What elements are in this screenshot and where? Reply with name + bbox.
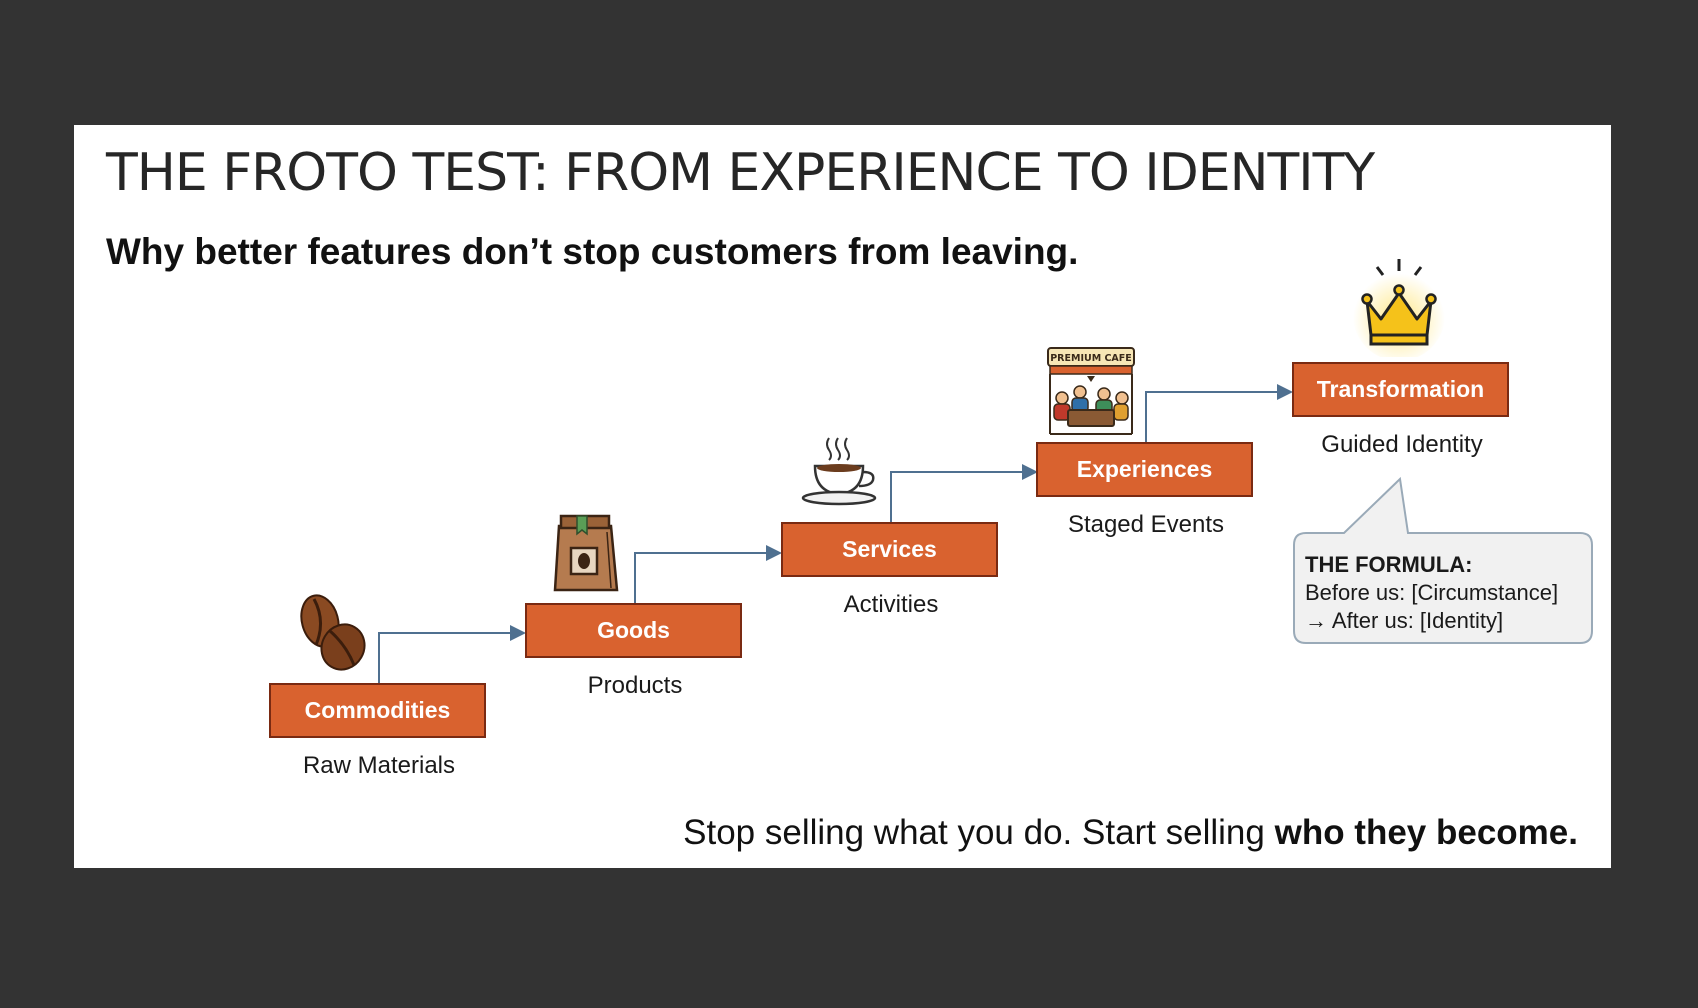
stage-transformation-sublabel: Guided Identity bbox=[1321, 431, 1483, 458]
coffee-bag-icon bbox=[553, 514, 619, 592]
formula-callout bbox=[1293, 476, 1593, 644]
tagline: Stop selling what you do. Start selling … bbox=[683, 813, 1578, 853]
connector-commodities-goods bbox=[378, 625, 526, 684]
formula-text: THE FORMULA: Before us: [Circumstance] →… bbox=[1305, 551, 1558, 635]
crown-icon bbox=[1353, 259, 1445, 357]
coffee-beans-icon bbox=[300, 594, 366, 671]
tagline-regular: Stop selling what you do. Start selling bbox=[683, 813, 1275, 852]
connector-goods-services bbox=[634, 545, 782, 604]
stage-transformation-box: Transformation bbox=[1292, 362, 1509, 417]
tagline-bold: who they become. bbox=[1274, 813, 1578, 852]
slide-subtitle: Why better features don’t stop customers… bbox=[106, 231, 1079, 272]
coffee-cup-icon bbox=[801, 437, 877, 506]
slide: THE FROTO TEST: FROM EXPERIENCE TO IDENT… bbox=[74, 125, 1611, 868]
stage-goods-box: Goods bbox=[525, 603, 742, 658]
stage-connectors bbox=[378, 384, 1293, 684]
slide-title: THE FROTO TEST: FROM EXPERIENCE TO IDENT… bbox=[106, 143, 1375, 203]
stage-commodities-box: Commodities bbox=[269, 683, 486, 738]
formula-line-after: → After us: [Identity] bbox=[1305, 608, 1504, 633]
stage-experiences-box: Experiences bbox=[1036, 442, 1253, 497]
formula-heading: THE FORMULA: bbox=[1305, 552, 1473, 577]
stage-services-box: Services bbox=[781, 522, 998, 577]
formula-line-before: Before us: [Circumstance] bbox=[1305, 580, 1559, 605]
connector-experiences-transformation bbox=[1145, 384, 1293, 443]
stage-experiences-sublabel: Staged Events bbox=[1067, 511, 1225, 538]
connector-services-experiences bbox=[890, 464, 1038, 523]
stage-commodities-sublabel: Raw Materials bbox=[302, 752, 456, 779]
cafe-sign-text: PREMIUM CAFE bbox=[1050, 353, 1132, 364]
cafe-scene-icon: PREMIUM CAFE bbox=[1047, 347, 1135, 435]
stage-services-sublabel: Activities bbox=[843, 591, 939, 618]
stage-goods-sublabel: Products bbox=[587, 672, 683, 699]
